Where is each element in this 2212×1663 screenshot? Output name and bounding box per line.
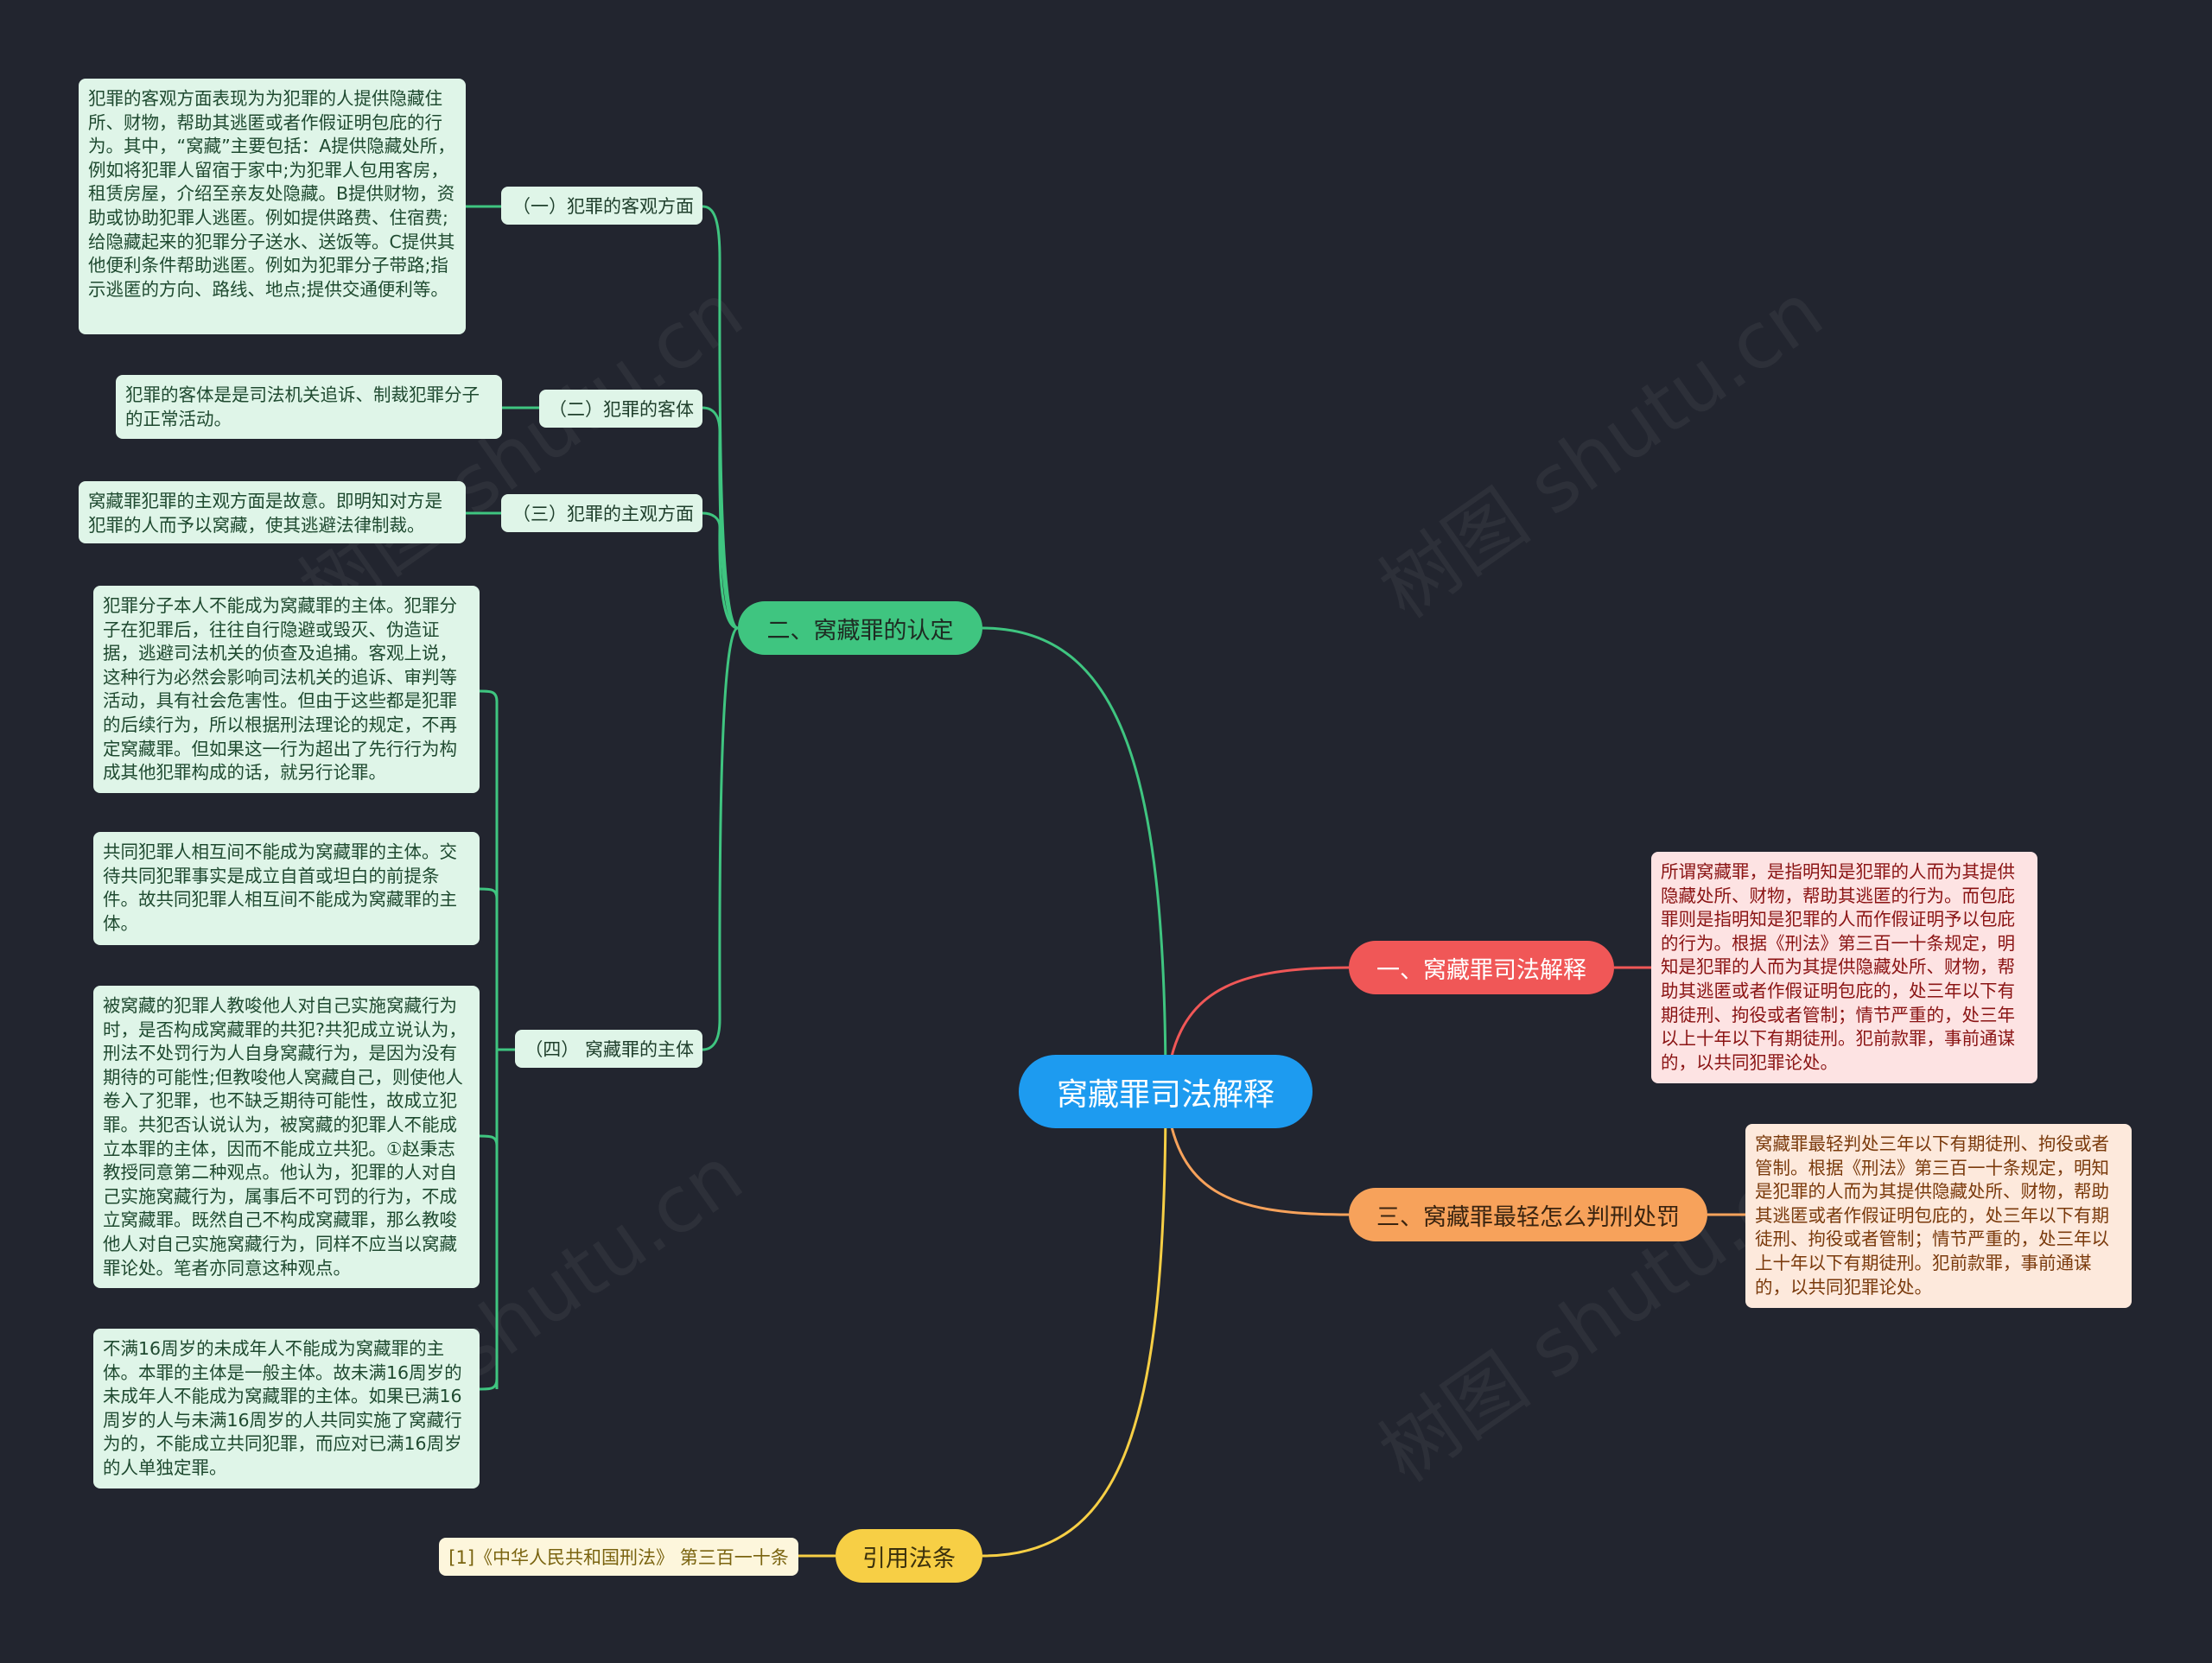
detail-interpretation: 所谓窝藏罪，是指明知是犯罪的人而为其提供隐藏处所、财物，帮助其逃匿的行为。而包庇…	[1651, 852, 2037, 1083]
link-center-citation	[982, 1090, 1167, 1558]
sub-subjective-aspect[interactable]: （三）犯罪的主观方面	[501, 494, 702, 532]
detail-penalty: 窝藏罪最轻判处三年以下有期徒刑、拘役或者管制。根据《刑法》第三百一十条规定，明知…	[1745, 1124, 2132, 1308]
branch-interpretation[interactable]: 一、窝藏罪司法解释	[1349, 941, 1614, 994]
detail-subject-4: 不满16周岁的未成年人不能成为窝藏罪的主体。本罪的主体是一般主体。故未满16周岁…	[93, 1329, 480, 1488]
detail-objective-aspect: 犯罪的客观方面表现为为犯罪的人提供隐藏住所、财物，帮助其逃匿或者作假证明包庇的行…	[79, 79, 466, 334]
sub-object[interactable]: （二）犯罪的客体	[539, 390, 702, 428]
link-center-recognition	[982, 626, 1167, 1092]
branch-penalty[interactable]: 三、窝藏罪最轻怎么判刑处罚	[1349, 1188, 1707, 1241]
central-topic[interactable]: 窝藏罪司法解释	[1019, 1055, 1313, 1128]
detail-subject-2: 共同犯罪人相互间不能成为窝藏罪的主体。交待共同犯罪事实是成立自首或坦白的前提条件…	[93, 832, 480, 945]
detail-subject-1: 犯罪分子本人不能成为窝藏罪的主体。犯罪分子在犯罪后，往往自行隐避或毁灭、伪造证据…	[93, 586, 480, 793]
sub-objective-aspect[interactable]: （一）犯罪的客观方面	[501, 187, 702, 225]
branch-citation[interactable]: 引用法条	[836, 1529, 982, 1583]
detail-subject-3: 被窝藏的犯罪人教唆他人对自己实施窝藏行为时，是否构成窝藏罪的共犯?共犯成立说认为…	[93, 986, 480, 1288]
branch-recognition[interactable]: 二、窝藏罪的认定	[738, 601, 982, 655]
citation-law-article[interactable]: [1]《中华人民共和国刑法》 第三百一十条	[439, 1538, 798, 1576]
detail-subjective-aspect: 窝藏罪犯罪的主观方面是故意。即明知对方是犯罪的人而予以窝藏，使其逃避法律制裁。	[79, 481, 466, 543]
detail-object: 犯罪的客体是是司法机关追诉、制裁犯罪分子的正常活动。	[116, 375, 502, 439]
sub-subject[interactable]: （四） 窝藏罪的主体	[515, 1030, 702, 1068]
